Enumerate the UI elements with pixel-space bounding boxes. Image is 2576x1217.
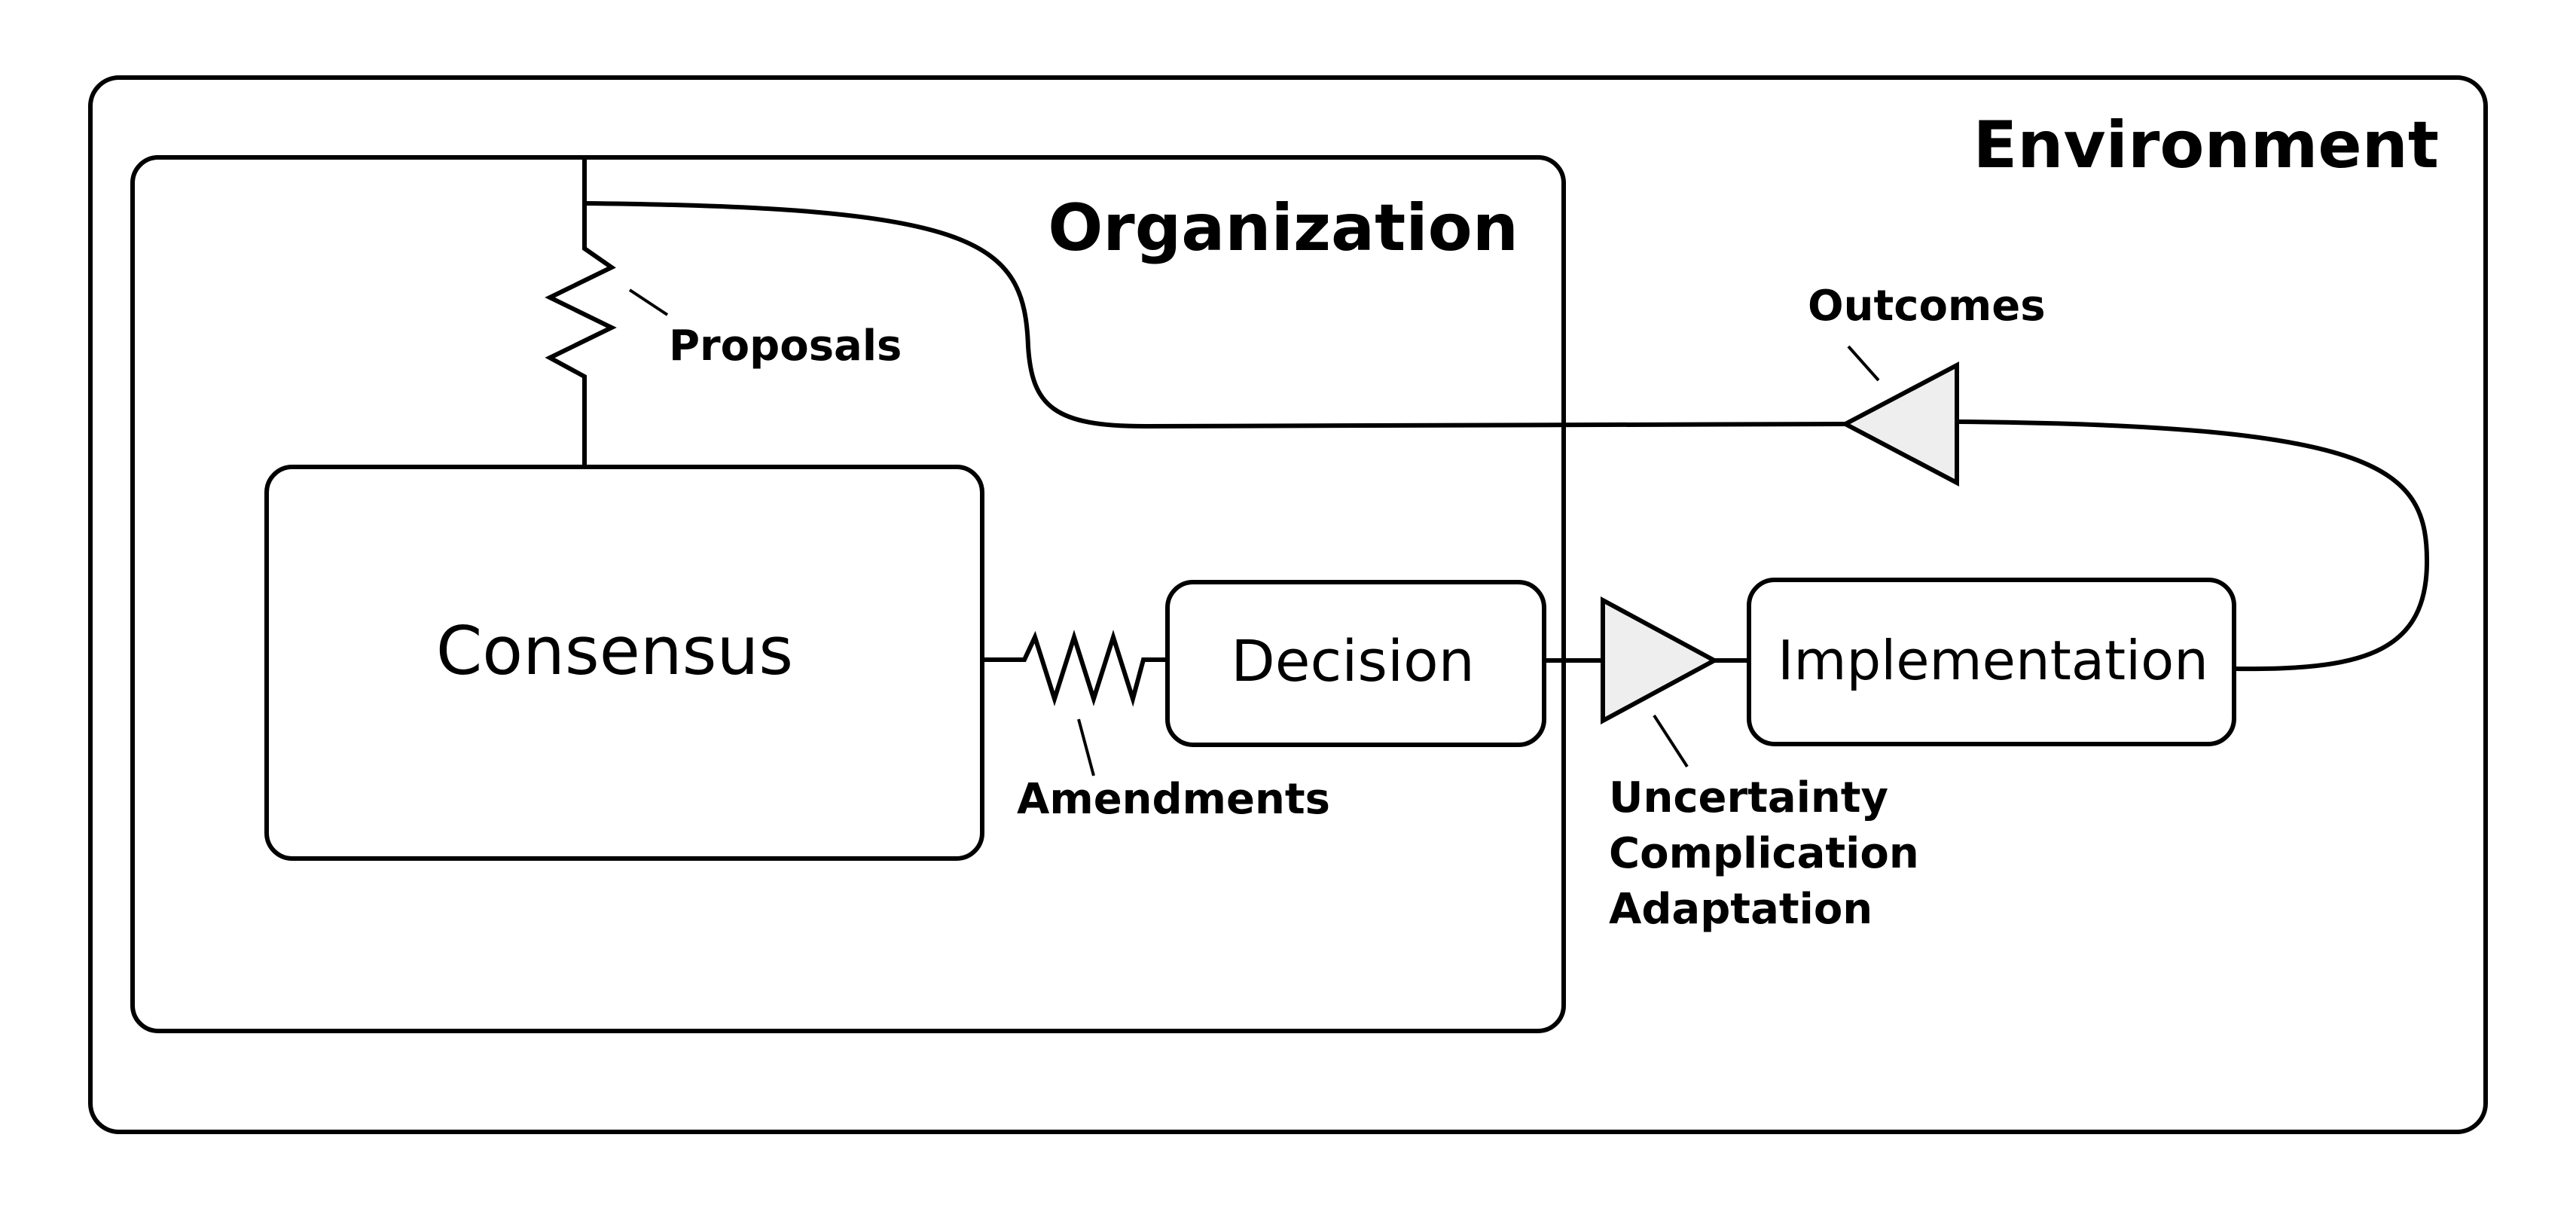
amendments-label: Amendments: [1017, 775, 1330, 824]
feedback-return-line: [584, 201, 1846, 429]
factor-label-complication: Complication: [1609, 829, 1919, 878]
uncertainty-leader: [1653, 714, 1689, 768]
amendments-leader: [1077, 718, 1095, 776]
proposals-label: Proposals: [669, 322, 902, 371]
proposals-leader: [628, 288, 669, 316]
factor-label-uncertainty: Uncertainty: [1609, 773, 1888, 822]
proposals-resistor: [545, 157, 617, 467]
amendments-resistor: [982, 630, 1167, 707]
consensus-box: [264, 465, 984, 861]
environment-label: Environment: [1973, 108, 2439, 183]
uncertainty-triangle: [1601, 596, 1720, 725]
outcomes-triangle: [1840, 361, 1959, 486]
organization-label: Organization: [1048, 191, 1518, 266]
feedback-loop-line: [1958, 419, 2430, 672]
outcomes-leader: [1847, 345, 1880, 382]
decision-box: [1165, 580, 1546, 747]
factor-label-adaptation: Adaptation: [1609, 885, 1872, 934]
consensus-label: Consensus: [436, 612, 793, 690]
environment-box: [88, 75, 2488, 1134]
organization-box: [130, 155, 1566, 1033]
decision-label: Decision: [1231, 627, 1475, 694]
outcomes-label: Outcomes: [1808, 282, 2046, 331]
implementation-label: Implementation: [1778, 629, 2208, 692]
